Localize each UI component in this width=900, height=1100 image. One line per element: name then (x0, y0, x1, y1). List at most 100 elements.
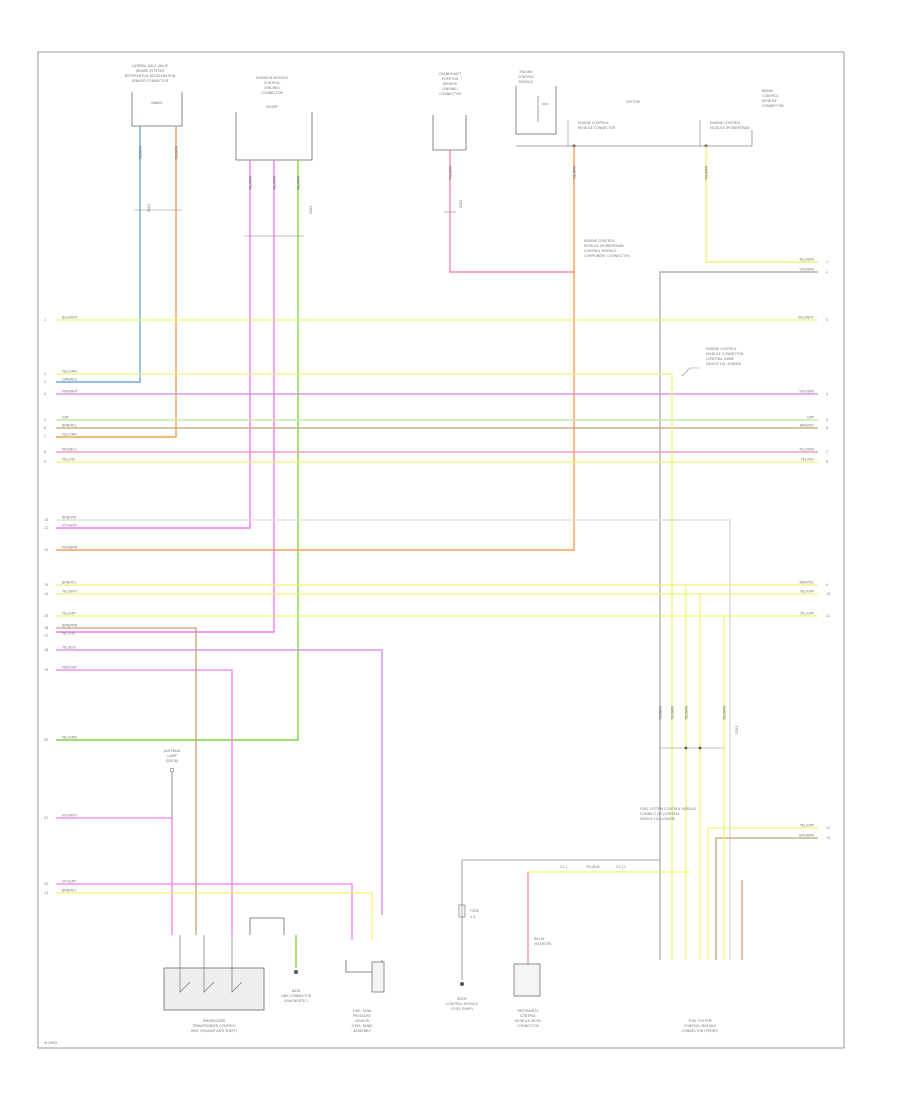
top-component-4-sub: SYSTEM (626, 100, 640, 104)
top-component-4-line-3: MODULE (519, 80, 534, 84)
mid-splice-s-3: DEVICE 10) (LOWER) (640, 817, 676, 821)
rcm-line-4: CONNECTOR (517, 1024, 539, 1028)
right-wire-pin: 3 (826, 318, 828, 322)
top-component-4-line-1: ENGINE (520, 70, 533, 74)
left-wire-pin: 21 (44, 816, 48, 820)
right-splice-line-4: DEVICE 10) (LOWER) (706, 362, 742, 366)
left-wire-label: VIO/GRY (62, 880, 77, 884)
lamp-line-1: ANTENNA (164, 749, 181, 753)
hwire-16 (56, 883, 353, 940)
hwire-14 (56, 669, 233, 935)
fts-line-2: PRESSURE (353, 1014, 371, 1018)
wire-code-tag: YEL/GRN (273, 176, 277, 190)
left-wire-label: YEL/GRN (62, 370, 77, 374)
top-component-1-line-1: LATERAL AXLE VALVE (132, 64, 168, 68)
left-wire-pin: 1 (44, 318, 46, 322)
right-wire-pin: 7 (826, 450, 828, 454)
wire-blue-1 (56, 126, 141, 383)
top-component-5: BRAKE CONTROL MODULE CONNECTOR (762, 89, 784, 108)
right-wire-label: YEL/GRY (800, 824, 815, 828)
fuel-system-module: FUEL SYSTEM CONTROL MODULE CONNECTOR (FR… (659, 880, 743, 1033)
left-wire-pin: 3 (44, 380, 46, 384)
mid-splice-s-1: FUEL SYSTEM CONTROL MODULE (640, 807, 697, 811)
wire-code-tag: YEL/GRN (573, 166, 577, 180)
right-splice-line-2: MODULE CONNECTOR (706, 352, 744, 356)
left-wire-label: BRN/PNK (62, 624, 78, 628)
right-wire-label: GRY/BRN (799, 834, 815, 838)
top-component-1-outline (131, 92, 183, 127)
rcm-line-3: MODULE (RCM) (515, 1019, 542, 1023)
right-splice-line-3: (CENTRAL GAME (706, 357, 734, 361)
wire-green-1 (56, 160, 299, 741)
hwire-13 (56, 649, 383, 915)
left-wire-label: BRN/YEL (62, 424, 77, 428)
immobilizer-line-2: TRANSPONDER CONTROL (191, 1024, 235, 1028)
hwire-18 (707, 827, 818, 880)
left-wire-label: PNK/WHT (62, 390, 79, 394)
right-wire-pin: 4 (826, 392, 828, 396)
connector-pin-marks (134, 209, 456, 237)
left-wire-pin: 15 (44, 614, 48, 618)
vertical-wires-upper (56, 126, 818, 880)
left-wire-pin: 6 (44, 426, 46, 430)
mid-splice-s-2: CONNECTOR (CENTRAL (640, 812, 680, 816)
footer-code: W-0093 (44, 1041, 57, 1045)
left-wire-label: VIO/WHT (62, 524, 78, 528)
top-component-3-line-2: POSITION (442, 77, 459, 81)
wire-yellow-top (705, 146, 818, 263)
wire-magenta-1 (56, 160, 251, 529)
right-wire-label: YEL/VIO (801, 458, 815, 462)
fts-line-5: ASSEMBLY (353, 1029, 371, 1033)
left-wire-pin: 16 (44, 626, 48, 630)
mid-splice-line-2: MODULE (POWERTRAIN (584, 244, 624, 248)
wire-orange-2 (56, 146, 575, 551)
left-wire-label: BLU/WHT (62, 316, 79, 320)
rcm-line-2: CONTROL (520, 1014, 537, 1018)
right-wire-label: VIO/GRN (799, 390, 814, 394)
left-wire-label: YEL/BLK (62, 646, 76, 650)
splice-note-top-1a: ENGINE CONTROL (578, 121, 609, 125)
left-wire-label: PNK/GRY (62, 666, 78, 670)
top-component-4-switch (537, 96, 548, 122)
top-component-3-line-1: CRANKSHAFT (439, 72, 463, 76)
right-wire-pin: 9 (826, 583, 828, 587)
fscm-line-3: CONNECTOR (FRONT) (681, 1029, 719, 1033)
left-wire-pin: 13 (44, 583, 48, 587)
hwire-17 (56, 892, 373, 940)
left-wire-label: YEL/VIO (62, 458, 76, 462)
right-wire-pin: 2 (826, 270, 828, 274)
left-wire-label: YEL/WHT (62, 590, 78, 594)
left-wire-pin: 5 (44, 418, 46, 422)
bcm-line-1: BODY (457, 997, 467, 1001)
top-component-1-line-3: DIFFERENTIAL ACCELERATION (125, 74, 176, 78)
left-wire-label: YEL/GRN (62, 736, 77, 740)
top-component-5-line-1: BRAKE (762, 89, 773, 93)
left-wire-pin: 2 (44, 372, 46, 376)
top-bus: ENGINE CONTROL MODULE CONNECTOR ENGINE C… (516, 120, 753, 148)
right-wire-label: YEL/GRN (799, 258, 814, 262)
left-wire-pin: 20 (44, 738, 48, 742)
top-component-2-line-2: CONTROL (264, 81, 281, 85)
right-wire-pin: 12 (826, 826, 830, 830)
top-component-2-sub: INSERT (266, 105, 279, 109)
right-wire-labels: YEL/GRN1VIO/GRN2BLU/WHT3VIO/GRN4GRY5BRN/… (139, 146, 831, 840)
right-wire-label: VIO/GRN (799, 268, 814, 272)
relay-line-1: RELAY (534, 937, 546, 941)
top-component-2-line-3: (ENGINE) (264, 86, 280, 90)
mid-bus-2: TEL/BLK (585, 865, 600, 869)
wire-code-tag: YEL/GRN (449, 166, 453, 180)
fuel-tank-sensor: FUEL TANK PRESSURE SENSOR (FUEL TANK) AS… (345, 960, 385, 1033)
bcm-line-3: (FUEL PUMP) (451, 1007, 473, 1011)
wire-code-tag: YEL/GRN (297, 176, 301, 190)
immobilizer-line-3: UNIT (PASSIVE ANTI-THEFT) (191, 1029, 238, 1033)
fts-line-4: (FUEL TANK) (351, 1024, 373, 1028)
hwire-8 (56, 519, 731, 880)
body-control-fuse: FUSE 1 A BODY CONTROL MODULE (FUEL PUMP) (446, 859, 660, 1011)
left-wire-pin: 17 (44, 634, 48, 638)
wire-pink-1 (449, 150, 574, 273)
top-component-4-line-2: CONTROL (518, 75, 535, 79)
wire-orange-1 (56, 126, 177, 438)
mid-bus-1: C1 1 (560, 865, 568, 869)
fuse-pin: 1 A (470, 915, 476, 919)
